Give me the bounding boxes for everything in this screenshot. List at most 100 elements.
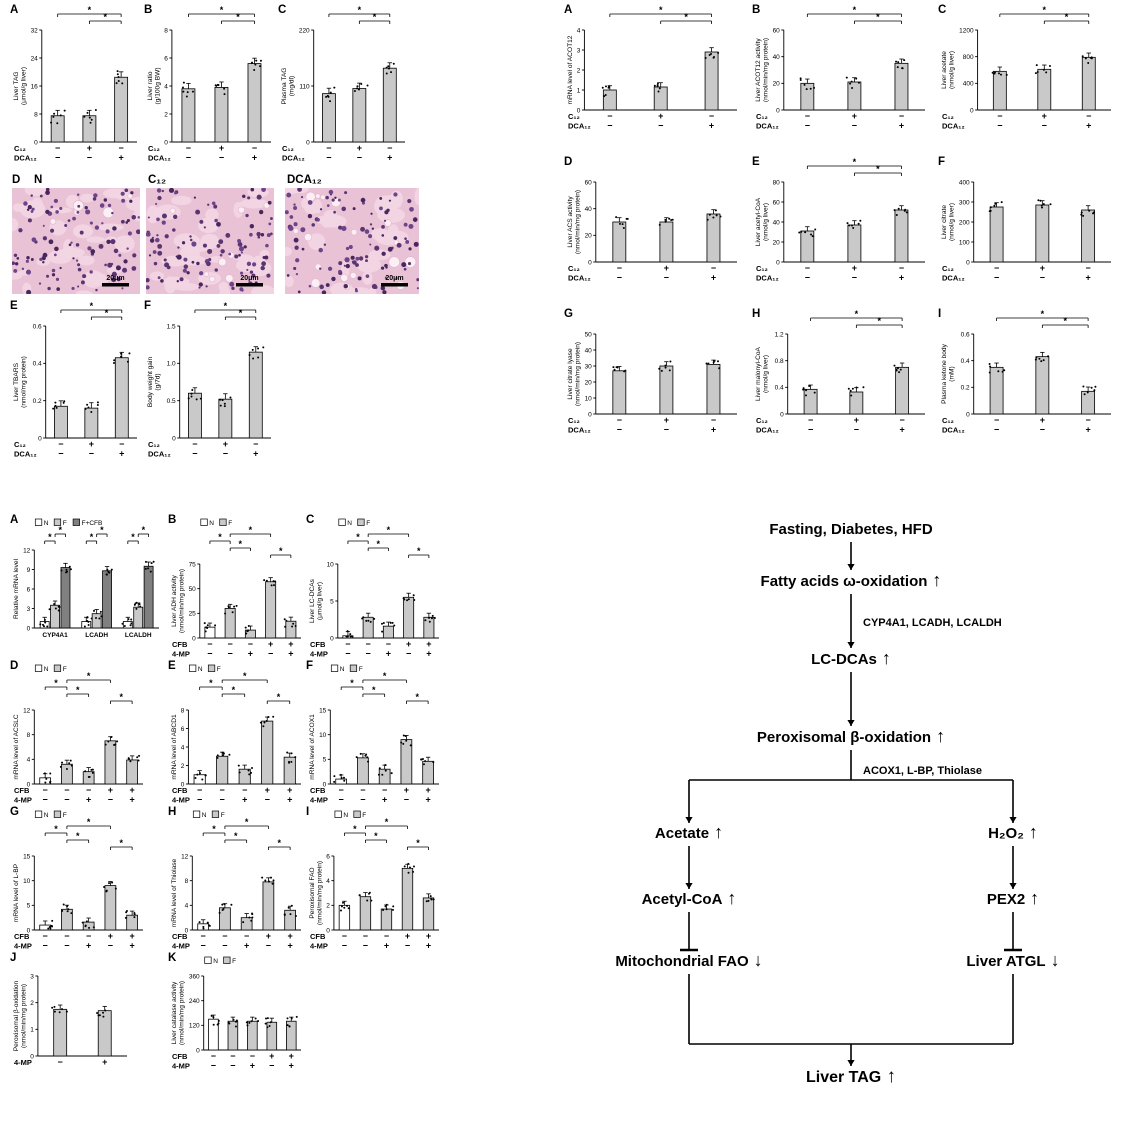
data-point: [1081, 55, 1084, 58]
significance-star: *: [385, 817, 389, 827]
data-point: [859, 219, 862, 222]
bar: [218, 398, 233, 439]
data-point: [657, 90, 660, 93]
data-point: [346, 904, 349, 907]
data-point: [86, 403, 89, 406]
data-point: [601, 86, 604, 89]
y-tick-label: 1.0: [167, 361, 176, 368]
data-point: [108, 882, 111, 885]
data-point: [409, 744, 412, 747]
y-tick-label: 25: [189, 611, 197, 618]
data-point: [393, 624, 396, 627]
data-point: [993, 71, 996, 74]
x-sign: +: [1042, 111, 1047, 121]
bar: [352, 88, 367, 143]
x-sign: −: [222, 941, 227, 951]
panel-letter-B: B: [752, 4, 761, 16]
bar: [362, 616, 374, 639]
data-point: [70, 912, 73, 915]
bar: [261, 720, 274, 785]
x-row-label: C₁₂: [148, 440, 160, 449]
x-sign: +: [119, 153, 124, 163]
x-sign: −: [405, 941, 410, 951]
data-point: [127, 757, 130, 760]
data-point: [664, 218, 667, 221]
bar: [82, 921, 95, 931]
y-tick-label: 1: [30, 1027, 34, 1034]
y-tick-label: 1200: [959, 27, 974, 34]
x-row-label: 4-MP: [310, 942, 328, 951]
data-point: [420, 758, 423, 761]
x-sign: −: [230, 1061, 235, 1071]
bar: [659, 365, 674, 415]
panel-letter-C: C: [306, 514, 315, 526]
significance-star: *: [131, 532, 135, 542]
data-point: [67, 908, 70, 911]
x-row-label: 4-MP: [172, 942, 190, 951]
data-point: [384, 769, 387, 772]
y-tick-label: 3: [27, 606, 31, 613]
legend-label: N: [44, 666, 49, 673]
data-point: [96, 1011, 99, 1014]
data-point: [102, 1011, 105, 1014]
bar: [380, 908, 393, 931]
data-point: [222, 754, 225, 757]
histology-image-1: 20μm: [12, 188, 140, 294]
x-sign: −: [617, 263, 622, 273]
x-sign: +: [426, 941, 431, 951]
data-point: [269, 1021, 272, 1024]
bar: [1037, 68, 1052, 111]
data-point: [43, 772, 46, 775]
y-axis-label: (g/100g BW): [155, 67, 162, 104]
data-point: [135, 607, 138, 610]
data-point: [1093, 389, 1096, 392]
data-point: [997, 72, 1000, 75]
data-point: [1040, 360, 1043, 363]
x-sign: −: [994, 263, 999, 273]
x-sign: +: [899, 273, 904, 283]
legend-swatch: [349, 664, 358, 672]
data-point: [54, 404, 57, 407]
x-sign: −: [711, 263, 716, 273]
x-sign: −: [997, 121, 1002, 131]
data-point: [129, 760, 132, 763]
y-tick-label: 1: [577, 87, 581, 94]
data-point: [422, 763, 425, 766]
data-point: [1048, 65, 1051, 68]
data-point: [1083, 393, 1086, 396]
x-sign: −: [230, 1051, 235, 1061]
x-sign: −: [89, 449, 94, 459]
y-axis-label: (mg/dl): [289, 76, 296, 97]
data-point: [99, 610, 102, 613]
x-sign: +: [129, 795, 134, 805]
x-sign: −: [43, 795, 48, 805]
significance-star: *: [232, 685, 236, 695]
x-sign: −: [342, 941, 347, 951]
data-point: [259, 65, 262, 68]
data-point: [845, 76, 848, 79]
data-point: [221, 903, 224, 906]
significance-star: *: [1063, 316, 1067, 326]
significance-star: *: [120, 692, 124, 702]
x-sign: −: [64, 785, 69, 795]
data-point: [402, 734, 405, 737]
data-point: [895, 214, 898, 217]
data-point: [997, 370, 1000, 373]
legend-label: N: [44, 812, 49, 819]
data-point: [263, 721, 266, 724]
data-point: [45, 777, 48, 780]
y-tick-label: 5: [323, 757, 327, 764]
x-row-label: CFB: [14, 932, 30, 941]
data-point: [284, 625, 287, 628]
y-tick-label: 32: [31, 27, 39, 34]
data-point: [623, 370, 626, 373]
data-point: [1035, 64, 1038, 67]
data-point: [413, 599, 416, 602]
data-point: [139, 605, 142, 608]
data-point: [223, 402, 226, 405]
